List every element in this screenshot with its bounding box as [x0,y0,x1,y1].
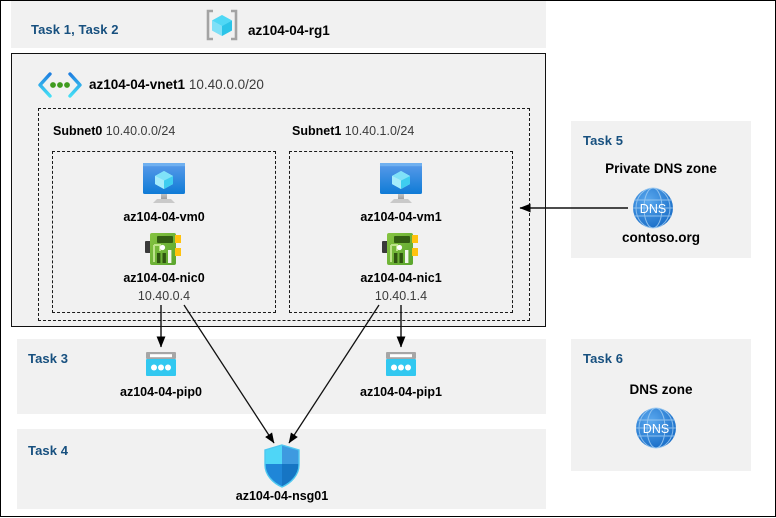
task5-panel [571,121,751,258]
subnet1-name: Subnet1 [292,124,342,138]
virtual-machine-icon [135,160,193,206]
dns-zone-icon: DNS [633,405,679,451]
network-security-group-icon [263,444,301,488]
subnet1-title: Subnet1 10.40.1.0/24 [292,124,414,138]
private-dns-zone-title: Private DNS zone [605,161,717,176]
dns-icon-text: DNS [643,422,669,436]
dns-icon-text: DNS [640,202,666,216]
task-label-4: Task 4 [28,443,69,458]
task-label-3: Task 3 [28,351,69,366]
vnet-name: az104-04-vnet1 [89,77,186,92]
vnet-title: az104-04-vnet1 10.40.0.0/20 [89,77,264,92]
resource-group-name: az104-04-rg1 [248,23,330,38]
nsg-label: az104-04-nsg01 [235,489,329,503]
nic0-ip: 10.40.0.4 [137,289,191,303]
dns-zone-icon: DNS [630,185,676,231]
virtual-machine-icon [372,160,430,206]
resource-group-icon [204,9,240,41]
vm1-label: az104-04-vm1 [360,210,442,224]
private-dns-zone-name: contoso.org [622,230,700,245]
subnet0-name: Subnet0 [53,124,103,138]
pip1-label: az104-04-pip1 [360,385,442,399]
task-label-5: Task 5 [583,133,624,148]
vm0-label: az104-04-vm0 [123,210,205,224]
virtual-network-icon [37,71,83,99]
nic1-label: az104-04-nic1 [360,271,442,285]
task3-panel [17,339,546,414]
pip0-label: az104-04-pip0 [120,385,202,399]
vnet-container [11,53,546,327]
network-interface-icon [144,231,184,267]
subnet0-prefix: 10.40.0.0/24 [105,124,176,138]
vnet-address-space: 10.40.0.0/20 [188,77,264,92]
resource-group-header-panel [11,1,546,48]
subnet0-frame [52,151,276,313]
subnet0-title: Subnet0 10.40.0.0/24 [53,124,175,138]
task-label-1-2: Task 1, Task 2 [31,22,119,37]
nic0-label: az104-04-nic0 [123,271,205,285]
public-ip-address-icon [143,349,179,379]
nic1-ip: 10.40.1.4 [374,289,428,303]
subnets-group-frame [38,108,530,321]
task-label-6: Task 6 [583,351,624,366]
dns-zone-title: DNS zone [629,382,693,397]
public-ip-address-icon [383,349,419,379]
task6-panel [571,339,751,471]
subnet1-prefix: 10.40.1.0/24 [344,124,415,138]
network-interface-icon [381,231,421,267]
